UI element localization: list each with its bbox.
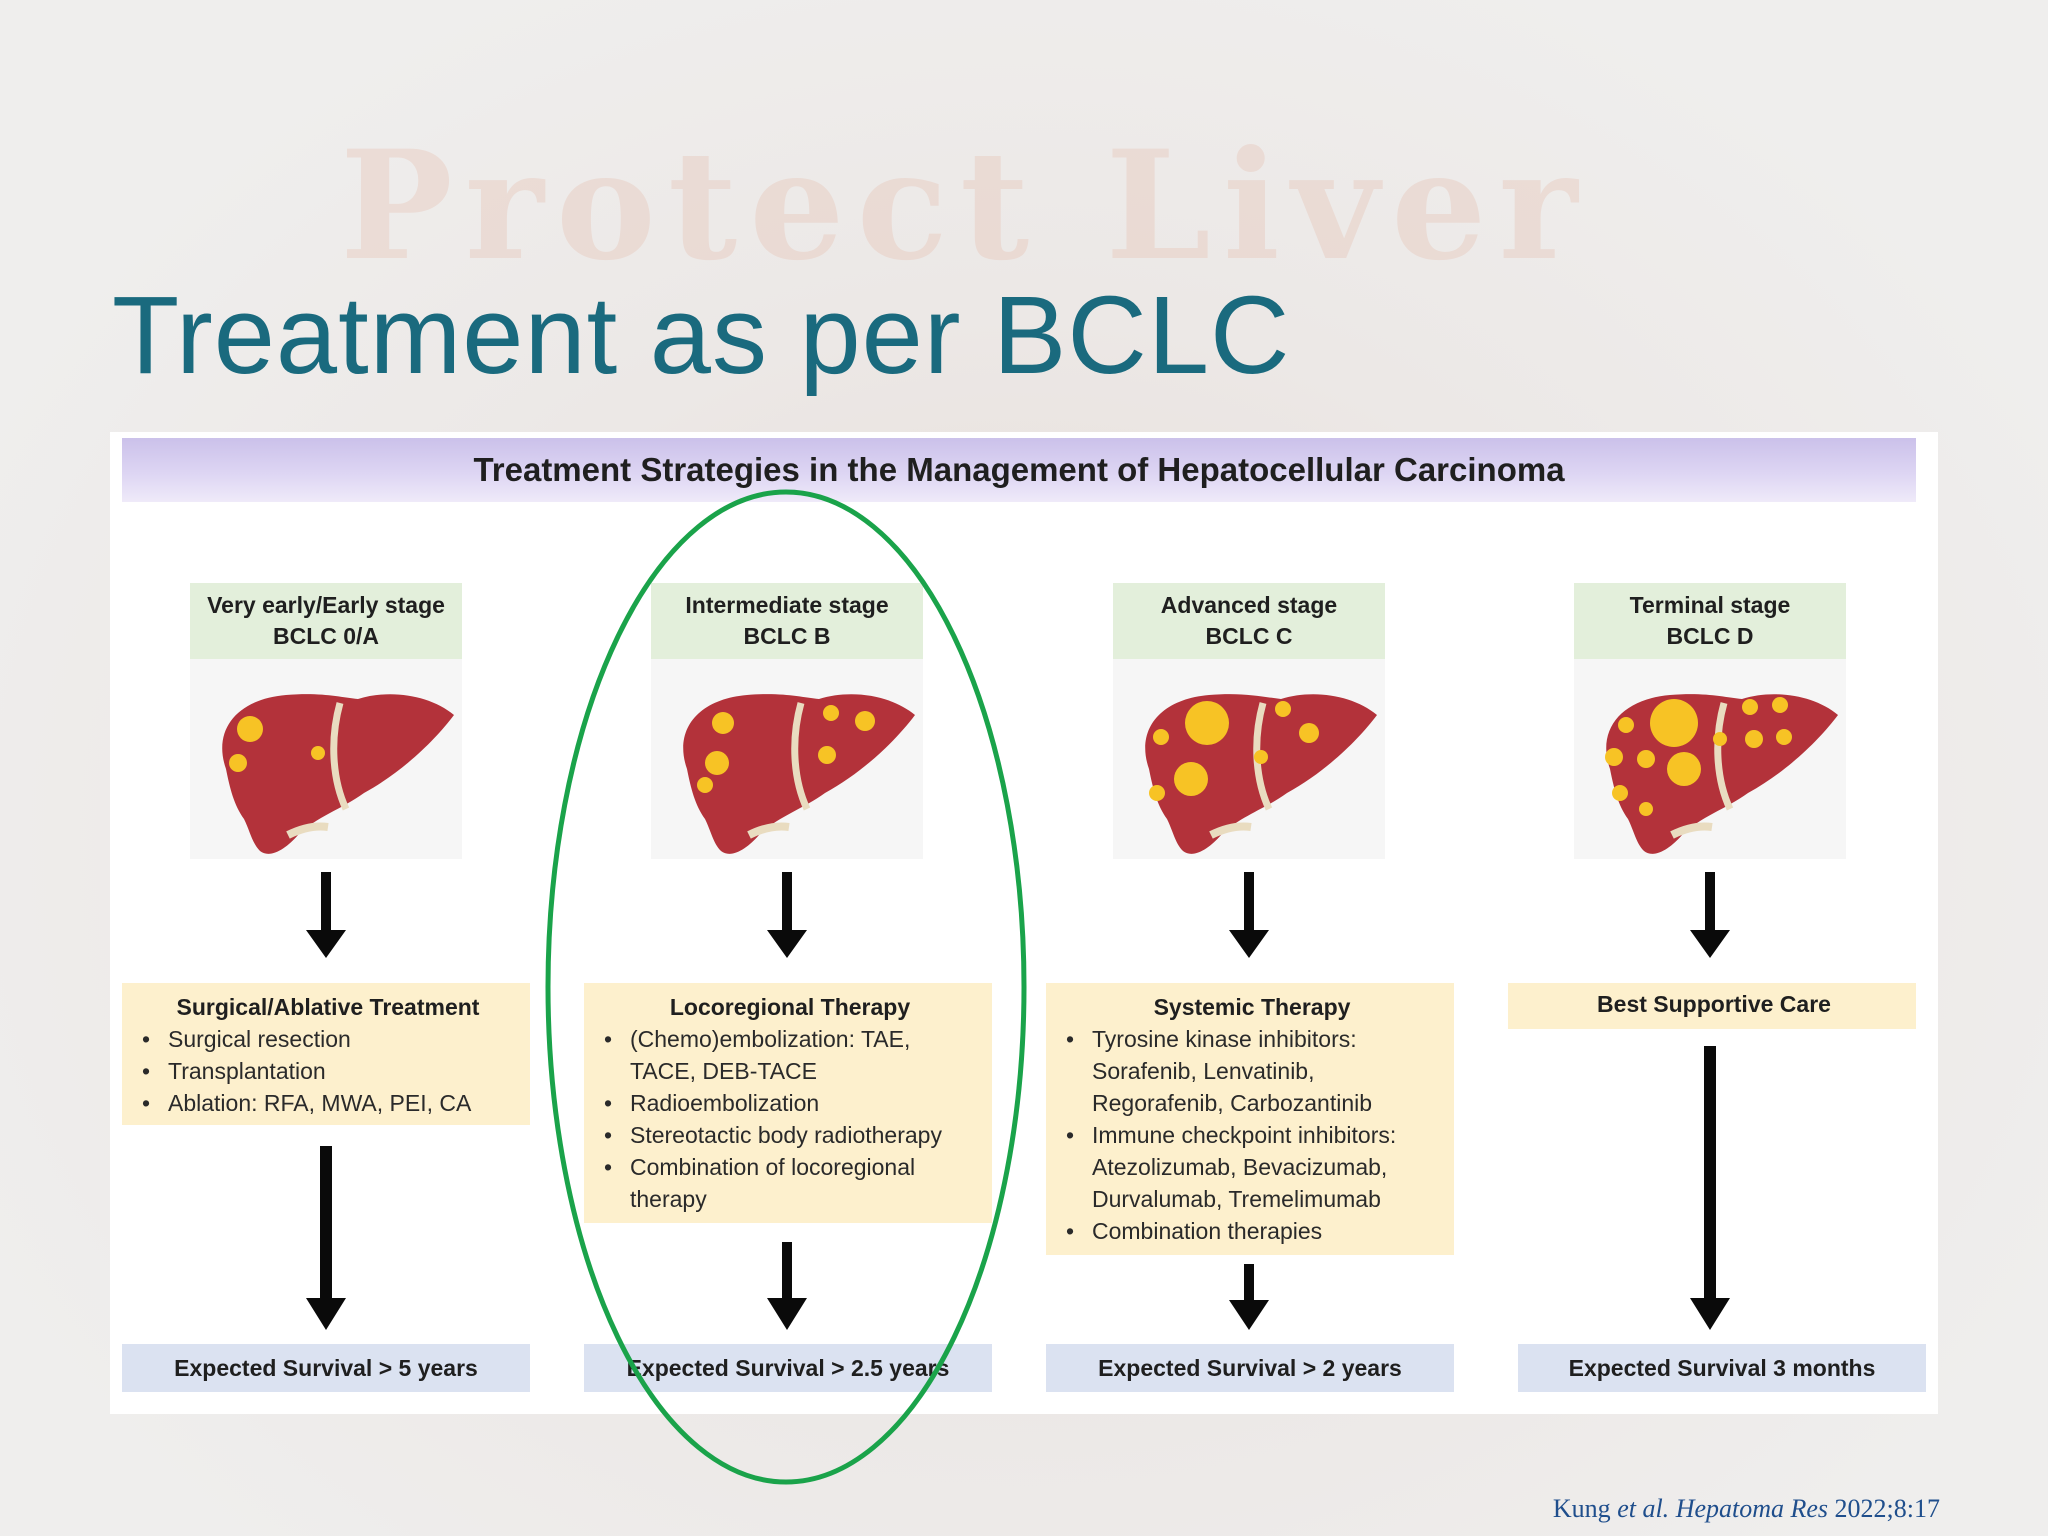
tumor-spots: [1149, 701, 1319, 801]
treatment-item: Ablation: RFA, MWA, PEI, CA: [142, 1087, 520, 1119]
treatment-item: Combination therapies: [1066, 1215, 1444, 1247]
down-arrow-icon: [306, 872, 346, 958]
survival-box-intermediate: Expected Survival > 2.5 years: [584, 1344, 992, 1392]
stage-code: BCLC 0/A: [272, 623, 380, 649]
liver-icon: [683, 694, 915, 854]
treatment-box-surgical: Surgical/Ablative Treatment Surgical res…: [122, 983, 530, 1125]
liver-image-advanced: [1113, 659, 1385, 859]
treatment-box-supportive: Best Supportive Care: [1508, 983, 1916, 1029]
down-arrow-icon: [767, 1242, 807, 1330]
stage-name: Advanced stage: [1160, 592, 1338, 618]
treatment-list: (Chemo)embolization: TAE, TACE, DEB-TACE…: [598, 1023, 982, 1215]
figure-panel: Treatment Strategies in the Management o…: [110, 432, 1938, 1414]
stage-name: Terminal stage: [1629, 592, 1791, 618]
stage-code: BCLC C: [1205, 623, 1293, 649]
stage-label-intermediate: Intermediate stage BCLC B: [651, 583, 923, 659]
liver-icon: [222, 694, 454, 854]
down-arrow-icon: [1229, 1264, 1269, 1330]
liver-icon: [1605, 694, 1838, 854]
figure-title: Treatment Strategies in the Management o…: [122, 438, 1916, 502]
liver-icon: [1145, 694, 1377, 854]
treatment-item: Transplantation: [142, 1055, 520, 1087]
citation-ref: 2022;8:17: [1834, 1494, 1940, 1523]
treatment-item: Combination of locoregional therapy: [604, 1151, 982, 1215]
down-arrow-icon: [1690, 1046, 1730, 1330]
tumor-spots: [229, 716, 325, 772]
liver-image-terminal: [1574, 659, 1846, 859]
stage-label-terminal: Terminal stage BCLC D: [1574, 583, 1846, 659]
treatment-list: Surgical resection Transplantation Ablat…: [136, 1023, 520, 1119]
treatment-item: Tyrosine kinase inhibitors: Sorafenib, L…: [1066, 1023, 1444, 1119]
treatment-title: Best Supportive Care: [1597, 991, 1831, 1017]
stage-name: Intermediate stage: [685, 592, 889, 618]
treatment-box-systemic: Systemic Therapy Tyrosine kinase inhibit…: [1046, 983, 1454, 1255]
tumor-spots: [1605, 697, 1792, 816]
stage-label-early: Very early/Early stage BCLC 0/A: [190, 583, 462, 659]
treatment-item: (Chemo)embolization: TAE, TACE, DEB-TACE: [604, 1023, 982, 1087]
citation-etal: et al.: [1617, 1494, 1670, 1523]
treatment-item: Surgical resection: [142, 1023, 520, 1055]
treatment-item: Immune checkpoint inhibitors: Atezolizum…: [1066, 1119, 1444, 1215]
treatment-box-locoregional: Locoregional Therapy (Chemo)embolization…: [584, 983, 992, 1223]
stage-code: BCLC D: [1666, 623, 1754, 649]
citation-journal: Hepatoma Res: [1675, 1494, 1829, 1523]
citation: Kung et al. Hepatoma Res 2022;8:17: [1506, 1494, 1940, 1524]
liver-image-intermediate: [651, 659, 923, 859]
survival-box-advanced: Expected Survival > 2 years: [1046, 1344, 1454, 1392]
down-arrow-icon: [767, 872, 807, 958]
treatment-item: Radioembolization: [604, 1087, 982, 1119]
down-arrow-icon: [306, 1146, 346, 1330]
treatment-title: Locoregional Therapy: [669, 994, 911, 1020]
down-arrow-icon: [1229, 872, 1269, 958]
treatment-title: Systemic Therapy: [1153, 994, 1351, 1020]
stage-code: BCLC B: [743, 623, 831, 649]
survival-box-early: Expected Survival > 5 years: [122, 1344, 530, 1392]
liver-image-early: [190, 659, 462, 859]
treatment-title: Surgical/Ablative Treatment: [176, 994, 480, 1020]
citation-authors: Kung: [1552, 1494, 1611, 1523]
stage-name: Very early/Early stage: [207, 592, 445, 618]
down-arrow-icon: [1690, 872, 1730, 958]
page-title: Treatment as per BCLC: [112, 274, 1291, 397]
survival-box-terminal: Expected Survival 3 months: [1518, 1344, 1926, 1392]
treatment-item: Stereotactic body radiotherapy: [604, 1119, 982, 1151]
stage-label-advanced: Advanced stage BCLC C: [1113, 583, 1385, 659]
treatment-list: Tyrosine kinase inhibitors: Sorafenib, L…: [1060, 1023, 1444, 1247]
watermark-text: Protect Liver: [340, 118, 1590, 294]
